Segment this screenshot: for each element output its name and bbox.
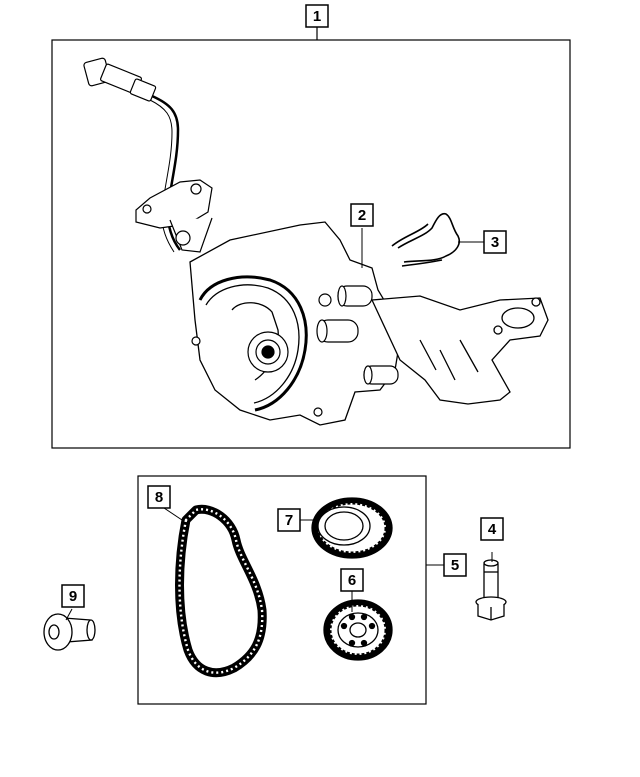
svg-text:2: 2: [358, 207, 366, 224]
sensor-harness: [83, 57, 181, 253]
callout-5: 5: [443, 553, 467, 577]
svg-text:3: 3: [491, 234, 499, 251]
pump-drive-hub: [247, 331, 289, 373]
svg-text:5: 5: [451, 557, 459, 574]
group-box-drive-kit: [137, 475, 427, 705]
pump-valve-body: [191, 285, 399, 417]
svg-text:6: 6: [348, 572, 356, 589]
callout-3: 3: [483, 230, 507, 254]
callout-6: 6: [340, 568, 364, 592]
svg-text:7: 7: [285, 512, 293, 529]
callout-4: 4: [480, 517, 504, 541]
callout-2: 2: [350, 203, 374, 227]
svg-text:8: 8: [155, 489, 163, 506]
callout-1: 1: [305, 4, 329, 28]
svg-text:9: 9: [69, 588, 77, 605]
bolt: [475, 559, 507, 621]
callout-8: 8: [147, 485, 171, 509]
callout-7: 7: [277, 508, 301, 532]
svg-text:1: 1: [313, 8, 321, 25]
svg-text:4: 4: [488, 521, 497, 538]
leader-lines: [65, 228, 493, 621]
retaining-clip: [391, 212, 461, 267]
group-box-oil-pump: [51, 39, 571, 449]
upper-bracket: [135, 179, 213, 253]
oil-pump-housing: [189, 221, 401, 426]
callout-9: 9: [61, 584, 85, 608]
timing-chain: [175, 504, 267, 678]
plug: [43, 613, 96, 651]
pickup-tube: [371, 295, 549, 405]
driven-sprocket: [323, 599, 393, 661]
drive-sprocket: [311, 497, 393, 559]
